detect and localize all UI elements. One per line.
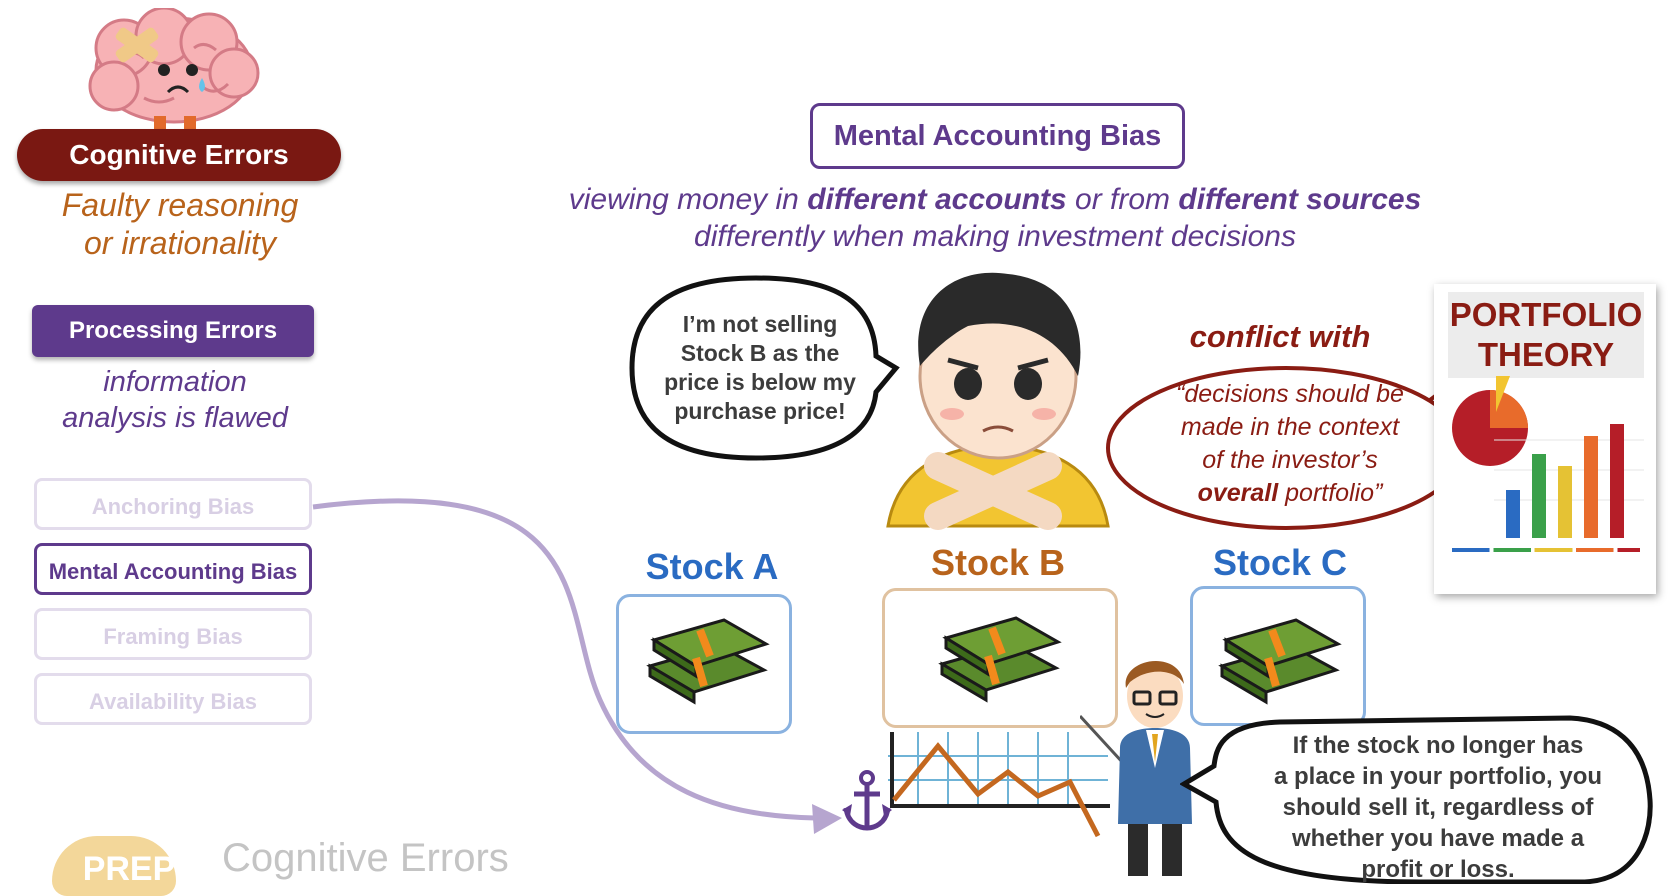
definition-bold2: different sources: [1178, 183, 1422, 216]
quote-line1: “decisions should be: [1176, 380, 1404, 408]
investor-line1: I’m not selling: [682, 311, 838, 337]
processing-errors-description: information analysis is flawed: [30, 364, 320, 436]
money-stack-icon: [1218, 618, 1342, 705]
document-title-line1: PORTFOLIO: [1449, 296, 1643, 333]
stock-a-label: Stock A: [645, 546, 779, 587]
conflict-label: conflict with: [1189, 319, 1371, 354]
stock-c-label: Stock C: [1212, 542, 1348, 583]
advisor-line1: If the stock no longer has: [1292, 732, 1584, 759]
definition-part1: viewing money in: [568, 183, 808, 216]
portfolio-theory-quote: “decisions should be made in the context…: [1120, 378, 1460, 510]
pie-chart-icon: [1452, 376, 1528, 466]
cognitive-errors-label: Cognitive Errors: [69, 139, 289, 170]
advisor-line4: whether you have made a: [1291, 825, 1585, 852]
definition-text: viewing money in different accounts or f…: [560, 181, 1430, 255]
investor-character: [886, 272, 1110, 530]
bias-label: Availability Bias: [89, 689, 257, 714]
bar-chart-icon: [1494, 424, 1644, 538]
document-title: PORTFOLIO THEORY: [1446, 295, 1646, 375]
advisor-character: [1080, 660, 1192, 876]
processing-errors-label: Processing Errors: [68, 317, 278, 344]
prep-logo-text: PREP: [82, 850, 176, 888]
stock-a-box: [616, 594, 792, 734]
stock-b-label: Stock B: [930, 542, 1066, 583]
bias-mental-accounting-button[interactable]: Mental Accounting Bias: [34, 543, 312, 595]
investor-speech-text: I’m not selling Stock B as the price is …: [640, 310, 880, 426]
anchor-icon: [842, 770, 892, 831]
money-stack-icon: [938, 616, 1062, 703]
quote-line3: of the investor’s: [1202, 446, 1378, 474]
processing-desc-line1: information: [103, 366, 247, 398]
bias-label: Anchoring Bias: [91, 494, 255, 519]
quote-line2: made in the context: [1180, 413, 1400, 441]
document-title-line2: THEORY: [1477, 336, 1615, 373]
money-stack-icon: [646, 618, 770, 705]
main-title-text: Mental Accounting Bias: [833, 120, 1162, 152]
stock-b-box: [882, 588, 1118, 728]
footer-title: Cognitive Errors: [222, 836, 509, 880]
price-chart-icon: [888, 732, 1110, 838]
bias-label: Mental Accounting Bias: [48, 559, 298, 584]
definition-bold1: different accounts: [807, 183, 1067, 216]
definition-part3: differently when making investment decis…: [694, 220, 1296, 253]
processing-errors-pill: Processing Errors: [32, 305, 314, 357]
investor-line2: Stock B as the: [680, 340, 840, 366]
main-title: Mental Accounting Bias: [810, 103, 1185, 169]
advisor-line3: should sell it, regardless of: [1282, 794, 1594, 821]
processing-desc-line2: analysis is flawed: [62, 402, 288, 434]
advisor-line5: profit or loss.: [1361, 856, 1515, 883]
definition-part2: or from: [1066, 183, 1179, 216]
advisor-speech-text: If the stock no longer has a place in yo…: [1238, 730, 1638, 885]
advisor-line2: a place in your portfolio, you: [1273, 763, 1603, 790]
brain-mascot-icon: [88, 8, 260, 136]
quote-tail: portfolio”: [1278, 479, 1383, 507]
bias-label: Framing Bias: [103, 624, 243, 649]
bias-framing-button[interactable]: Framing Bias: [34, 608, 312, 660]
cognitive-errors-description: Faulty reasoning or irrationality: [20, 186, 340, 262]
investor-speech-bubble: [629, 275, 900, 461]
investor-line3: price is below my: [664, 369, 856, 395]
bias-anchoring-button[interactable]: Anchoring Bias: [34, 478, 312, 530]
cognitive-desc-line1: Faulty reasoning: [61, 187, 299, 223]
cognitive-desc-line2: or irrationality: [83, 225, 277, 261]
bias-availability-button[interactable]: Availability Bias: [34, 673, 312, 725]
quote-bold: overall: [1197, 479, 1279, 507]
document-title-band: [1448, 292, 1644, 378]
cognitive-errors-pill: Cognitive Errors: [17, 129, 341, 181]
investor-line4: purchase price!: [674, 398, 846, 424]
document-legend: [1452, 548, 1640, 552]
advisor-speech-bubble: [1180, 715, 1653, 884]
